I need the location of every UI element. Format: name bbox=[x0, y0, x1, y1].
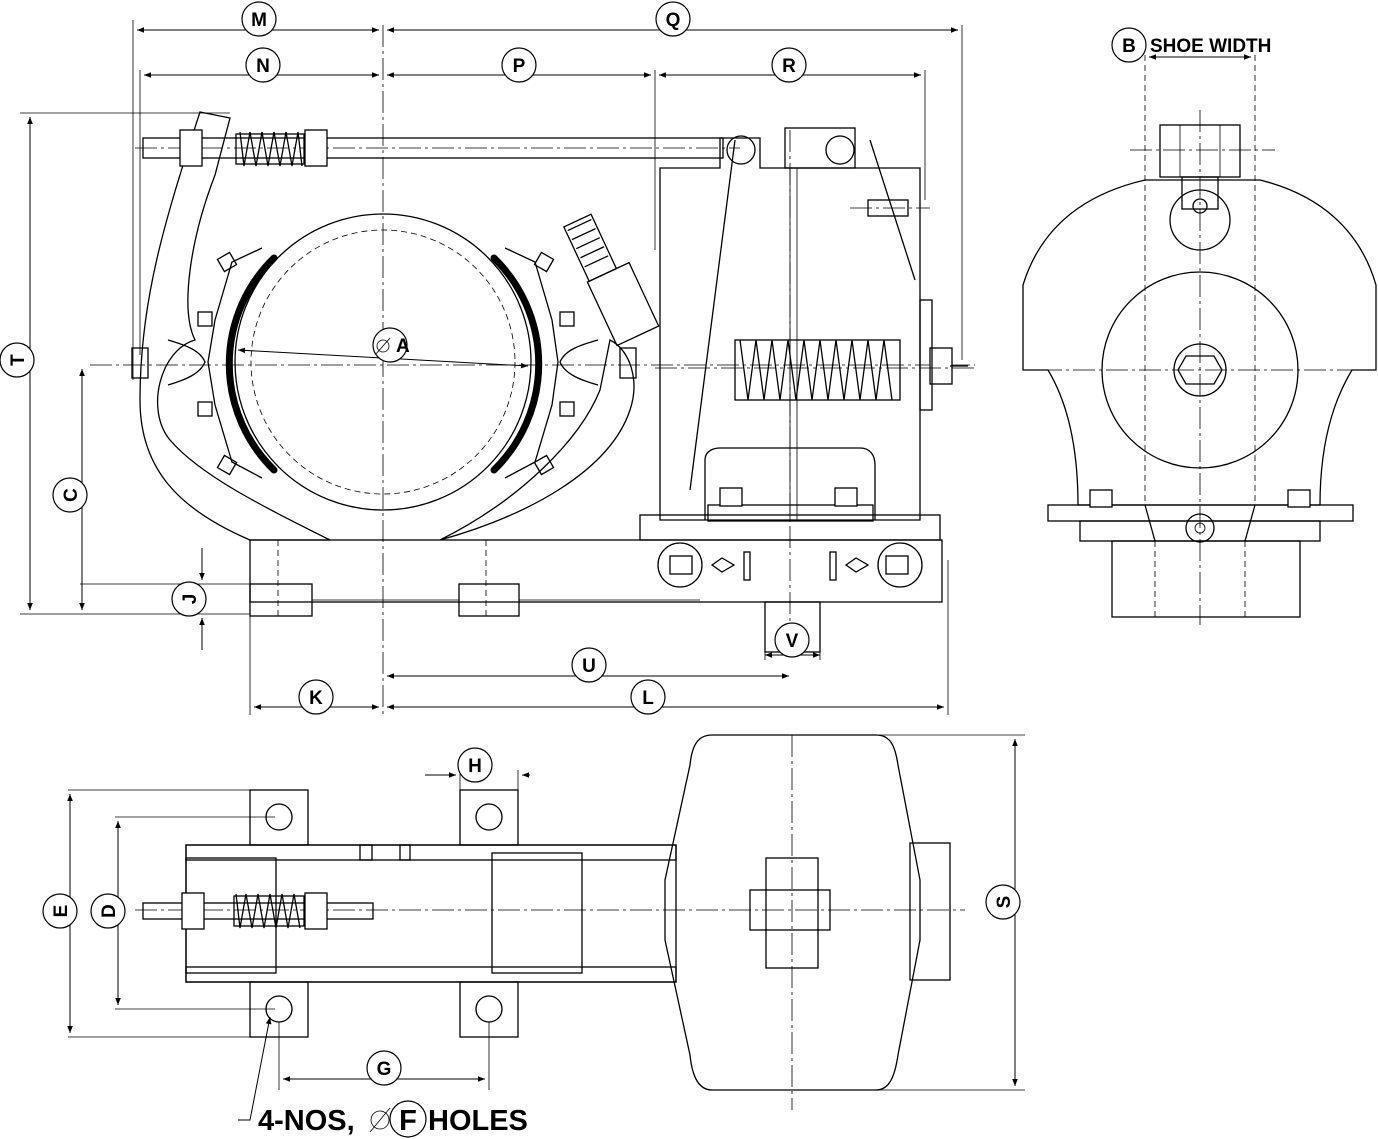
dim-label-m: M bbox=[241, 1, 277, 37]
shoe-width-label: SHOE WIDTH bbox=[1150, 36, 1271, 57]
dim-f-text: F bbox=[399, 1105, 417, 1137]
dim-label-b: B bbox=[1111, 27, 1147, 63]
holes-note-suffix: HOLES bbox=[428, 1105, 528, 1137]
dim-label-v: V bbox=[774, 622, 810, 658]
dim-label-n: N bbox=[245, 47, 281, 83]
dim-e-text: E bbox=[51, 905, 72, 918]
dim-c-text: C bbox=[61, 488, 82, 502]
dim-label-c: C bbox=[52, 477, 88, 513]
dim-label-p: P bbox=[501, 47, 537, 83]
dim-n-text: N bbox=[256, 56, 270, 77]
dim-k-text: K bbox=[309, 688, 323, 709]
dim-l-text: L bbox=[642, 688, 654, 709]
dim-b-text: B bbox=[1122, 36, 1136, 57]
dim-label-k: K bbox=[298, 679, 334, 715]
side-view: B SHOE WIDTH bbox=[1022, 27, 1377, 625]
plan-view: H E D S G 4-NOS, F HOLES bbox=[42, 734, 1025, 1138]
dim-j-text: J bbox=[180, 594, 201, 605]
dim-g-text: G bbox=[377, 1059, 392, 1080]
dim-label-g: G bbox=[366, 1050, 402, 1086]
dim-m-text: M bbox=[251, 10, 267, 31]
holes-note-prefix: 4-NOS, bbox=[258, 1105, 355, 1137]
dim-a-text: A bbox=[396, 336, 410, 357]
dim-q-text: Q bbox=[666, 10, 681, 31]
diameter-symbol-icon bbox=[370, 1110, 390, 1130]
dim-label-r: R bbox=[771, 47, 807, 83]
holes-note: 4-NOS, F HOLES bbox=[258, 1100, 528, 1138]
dim-label-s: S bbox=[985, 884, 1021, 920]
dim-label-h: H bbox=[457, 747, 493, 783]
dim-s-text: S bbox=[994, 896, 1015, 909]
dim-p-text: P bbox=[513, 56, 526, 77]
dim-d-text: D bbox=[99, 904, 120, 918]
dim-h-text: H bbox=[468, 756, 482, 777]
dim-label-t: T bbox=[0, 342, 35, 378]
dim-t-text: T bbox=[8, 354, 29, 366]
dim-r-text: R bbox=[782, 56, 796, 77]
dim-label-u: U bbox=[571, 647, 607, 683]
front-view: M Q N P R T A C bbox=[0, 1, 975, 715]
dim-v-text: V bbox=[786, 631, 799, 652]
dim-label-j: J bbox=[171, 581, 207, 617]
dim-label-q: Q bbox=[655, 1, 691, 37]
dim-label-e: E bbox=[42, 893, 78, 929]
dim-label-d: D bbox=[90, 893, 126, 929]
dim-label-l: L bbox=[630, 679, 666, 715]
dim-u-text: U bbox=[582, 656, 596, 677]
dim-label-a: A bbox=[372, 327, 410, 363]
